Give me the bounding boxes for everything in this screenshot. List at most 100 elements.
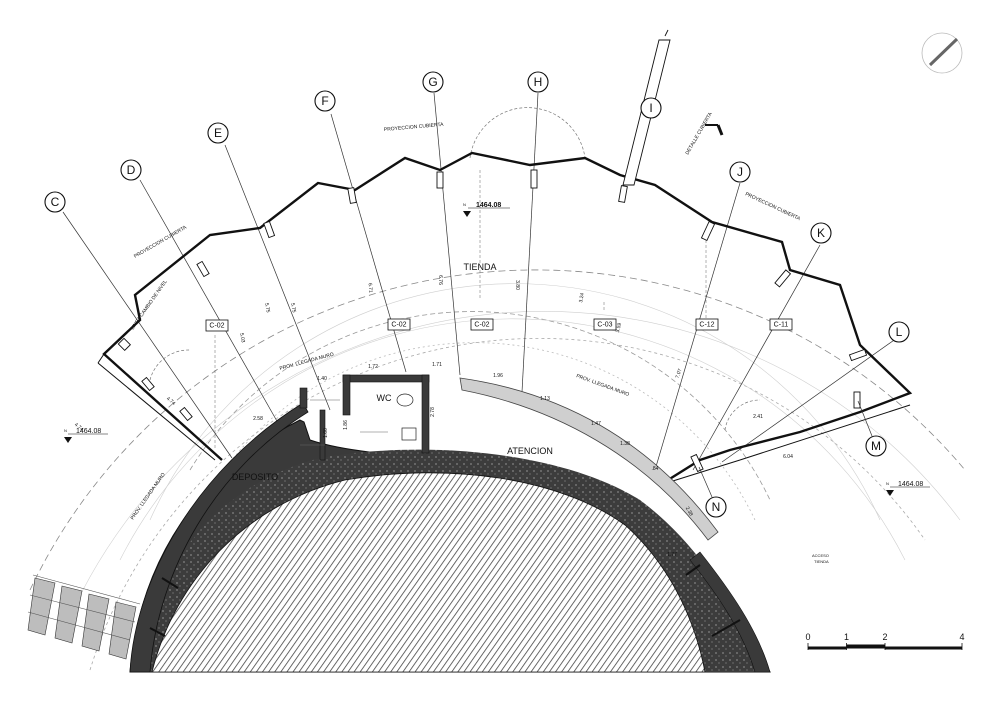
note-proyeccion-left: PROYECCION CUBIERTA: [133, 224, 188, 259]
toilet: [396, 393, 414, 407]
svg-text:N: N: [886, 481, 889, 486]
grid-bubble-g: G: [422, 71, 444, 93]
room-label-atencion: ATENCION: [507, 446, 553, 456]
dim-text: 2.78: [430, 407, 436, 417]
grid-bubble-f: F: [314, 90, 336, 112]
dim-text: 1.13: [540, 396, 550, 402]
leader-m: [857, 400, 873, 437]
core-ribs: [149, 564, 741, 637]
wall-columns: [117, 169, 868, 473]
dim-text: 5.03: [238, 333, 246, 344]
level-marker-left: N 1464.08: [64, 428, 108, 443]
radial-dim-lines: [214, 170, 707, 450]
dim-text: 1.86: [343, 420, 349, 430]
grid-label-g: G: [428, 75, 437, 89]
dim-text: 2.41: [753, 414, 763, 420]
column-tag-1: C-02: [205, 319, 229, 332]
leader-n: [698, 466, 713, 498]
column-tag-5: C-12: [695, 318, 719, 331]
dim-text: 6.04: [783, 454, 793, 460]
scale-bar-label: 2: [882, 632, 887, 642]
column-tag-4: C-03: [593, 318, 617, 331]
scale-bar-label: 0: [805, 632, 810, 642]
svg-text:1464.08: 1464.08: [898, 481, 923, 488]
level-marker-right: N 1464.08: [886, 481, 930, 496]
room-label-wc: WC: [377, 393, 392, 403]
column-tag-3: C-02: [470, 318, 494, 331]
wc-walls: [299, 374, 430, 461]
grid-label-l: L: [896, 325, 903, 339]
grid-label-j: J: [737, 165, 743, 179]
right-core-wall: [689, 551, 771, 673]
dim-text: 1.38: [620, 441, 630, 447]
grid-label-m: M: [871, 439, 881, 453]
dim-text: 4.74: [73, 422, 84, 433]
grid-bubble-e: E: [207, 122, 229, 144]
svg-text:C-12: C-12: [699, 322, 714, 329]
note-acceso: ACCESO: [812, 553, 829, 558]
dim-text: 1.40: [317, 376, 327, 382]
dim-text: 3.80: [514, 280, 520, 290]
north-arrow: [921, 32, 963, 74]
deposito-wall: [129, 402, 309, 673]
dim-text: 7.07: [675, 368, 684, 379]
grid-label-k: K: [817, 226, 825, 240]
svg-text:N: N: [463, 202, 466, 207]
grid-bubble-m: M: [865, 435, 887, 457]
dim-text: 5.75: [263, 303, 271, 314]
dim-text: 3.24: [578, 292, 586, 303]
wc-fixtures: [396, 393, 417, 441]
dim-text: .84: [652, 466, 659, 472]
dim-text: 6.71: [367, 283, 374, 293]
reference-arcs: [29, 269, 966, 671]
core-hatched-area: [151, 472, 706, 673]
level-marker-top: N 1464.08: [463, 202, 510, 217]
grid-bubble-c: C: [44, 191, 66, 213]
grid-label-f: F: [321, 94, 328, 108]
dim-text: 1.47: [591, 421, 601, 427]
grid-label-e: E: [214, 126, 222, 140]
scale-bar-label: 1: [844, 632, 849, 642]
dim-text: 2.58: [253, 416, 263, 422]
note-prov-llegada-muro-2: PROV. LLEGADA MURO: [575, 373, 630, 398]
grid-bubble-k: K: [810, 222, 832, 244]
grid-label-i: I: [649, 101, 652, 115]
dim-text: 2.38: [684, 506, 694, 518]
stair-blocks: [27, 577, 137, 660]
svg-text:C-02: C-02: [209, 323, 224, 330]
note-proyeccion-right: PROYECCION CUBIERTA: [744, 191, 801, 222]
grid-label-n: N: [712, 500, 721, 514]
grid-bubble-j: J: [729, 161, 751, 183]
grid-bubble-i: I: [640, 97, 662, 119]
dim-text: 1.77: [667, 552, 677, 558]
grid-bubble-h: H: [527, 71, 549, 93]
note-linea-cambio-nivel: LINEA CAMBIO DE NIVEL: [130, 279, 169, 331]
grid-label-h: H: [534, 75, 543, 89]
room-label-tienda: TIENDA: [463, 262, 496, 272]
grid-label-c: C: [51, 195, 60, 209]
dim-text: 6.76: [437, 275, 443, 285]
dim-text: 4.74: [165, 396, 176, 407]
wc-doors: [300, 399, 388, 446]
column-tag-6: C-11: [769, 318, 793, 331]
dim-text: 1.96: [493, 373, 503, 379]
scale-bar-label: 4: [959, 632, 964, 642]
stair-lines: [27, 574, 141, 641]
note-detalle-cubierta: DETALLE CUBIERTA: [685, 111, 715, 156]
exterior-wall: [102, 151, 913, 487]
svg-text:C-03: C-03: [597, 322, 612, 329]
room-label-deposito: DEPOSITO: [232, 472, 278, 482]
grid-bubble-d: D: [120, 159, 142, 181]
faint-grid-arcs: [59, 283, 961, 641]
note-acceso-tienda: TIENDA: [814, 559, 829, 564]
svg-text:1464.08: 1464.08: [476, 202, 501, 209]
dim-text: 5.75: [289, 303, 297, 314]
svg-text:C-11: C-11: [774, 322, 789, 329]
roof-detail-marker: [705, 124, 724, 136]
svg-text:N: N: [64, 428, 67, 433]
column-tag-2: C-02: [387, 318, 411, 331]
dim-text: 1.71: [432, 362, 442, 368]
reception-counter: [459, 377, 719, 541]
svg-text:1464.08: 1464.08: [76, 428, 101, 435]
